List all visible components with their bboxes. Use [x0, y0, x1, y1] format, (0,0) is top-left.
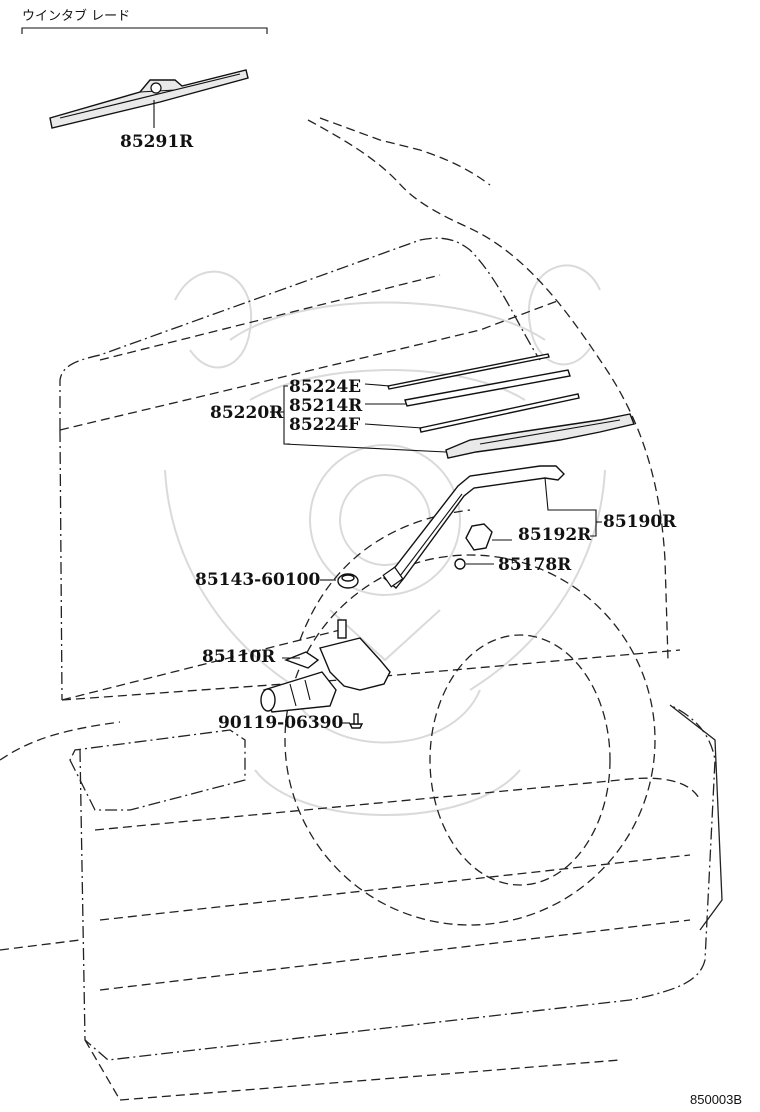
refill-strips-drawing	[364, 353, 580, 433]
vehicle-body-outline	[0, 117, 723, 1101]
label-rubber-upper[interactable]: 85224E	[289, 377, 361, 397]
wiper-motor-drawing	[260, 619, 391, 713]
arm-nut-drawing	[454, 558, 494, 570]
blade-group-bracket	[270, 385, 290, 445]
group-bracket	[21, 27, 268, 34]
arm-cap-drawing	[465, 523, 512, 551]
blade-assembly-drawing	[283, 413, 635, 459]
watermark-emblem	[164, 264, 606, 816]
label-motor[interactable]: 85110R	[202, 647, 276, 667]
wiper-arm-drawing	[382, 465, 565, 589]
diagram-code: 850003B	[690, 1092, 742, 1107]
group-title: ウインタブ レード	[22, 8, 130, 24]
arm-group-bracket	[544, 477, 602, 537]
bolt-drawing	[340, 713, 364, 729]
label-arm-group[interactable]: 85190R	[603, 512, 677, 532]
label-blade[interactable]: 85291R	[120, 132, 194, 152]
grommet-drawing	[320, 573, 359, 589]
label-rubber-lower[interactable]: 85224F	[289, 415, 360, 435]
label-arm-cap[interactable]: 85192R	[518, 525, 592, 545]
label-grommet[interactable]: 85143-60100	[195, 570, 321, 590]
label-bolt[interactable]: 90119-06390	[218, 713, 344, 733]
wiper-blade-drawing	[49, 69, 249, 129]
label-refill[interactable]: 85214R	[289, 396, 363, 416]
label-arm-nut[interactable]: 85178R	[498, 555, 572, 575]
label-blade-group[interactable]: 85220R	[210, 403, 284, 423]
